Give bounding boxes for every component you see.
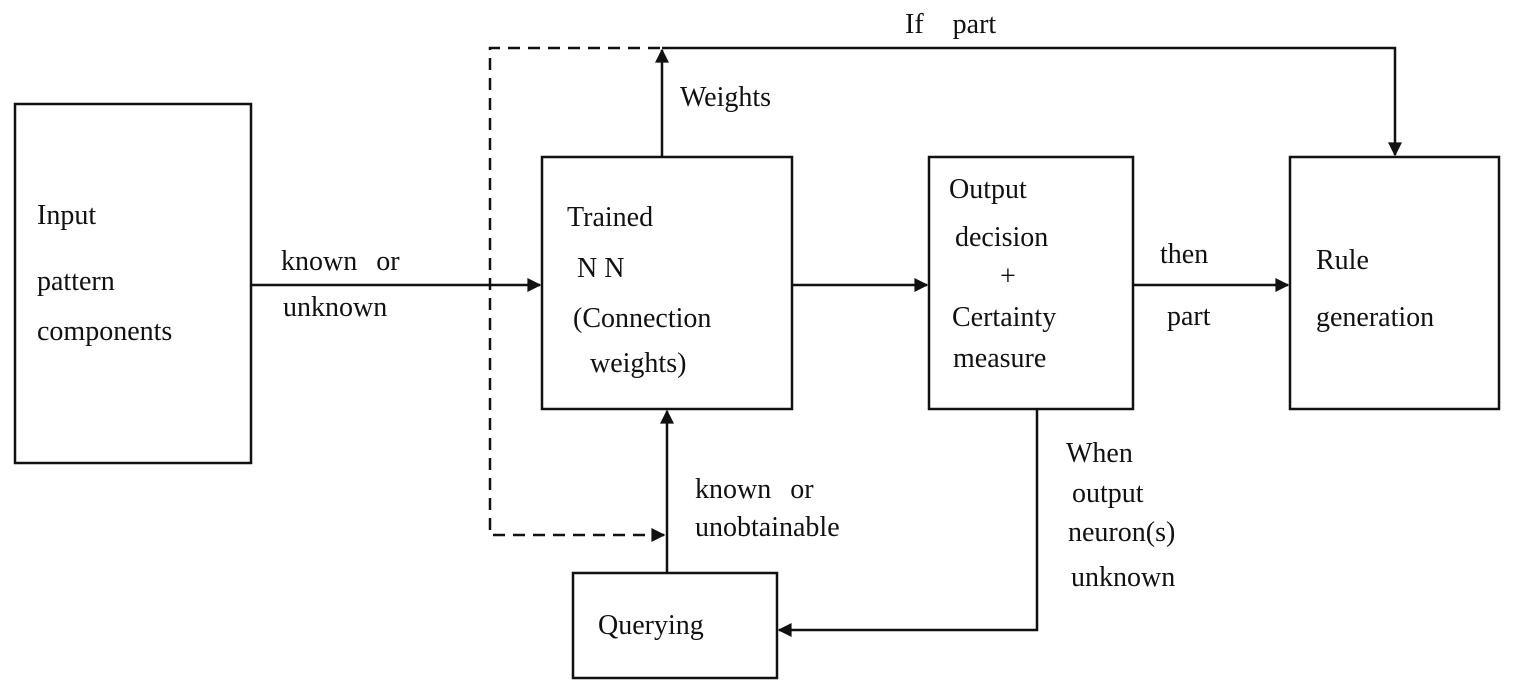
rule-label-line1: Rule <box>1316 245 1369 276</box>
input-edge-label-line1: known or <box>281 246 400 277</box>
weights-label: Weights <box>680 82 772 113</box>
query-edge-label-line2: unobtainable <box>695 512 840 543</box>
output-label-line4: Certainty <box>952 302 1057 333</box>
output-decision-box <box>927 155 1135 411</box>
query-trigger-label-line2: output <box>1072 478 1144 509</box>
querying-box <box>571 571 779 680</box>
input-label-line3: components <box>37 316 173 347</box>
rule-generation-box <box>1288 155 1501 411</box>
then-part-label-line2: part <box>1167 301 1211 332</box>
nn-label-line3: (Connection <box>573 303 712 334</box>
output-label-line1: Output <box>949 174 1027 205</box>
input-box <box>13 102 253 465</box>
query-trigger-label-line3: neuron(s) <box>1068 517 1176 548</box>
if-part-label: If part <box>905 9 997 40</box>
input-edge-label-line2: unknown <box>283 292 388 323</box>
nn-label-line2: N N <box>577 253 625 284</box>
input-label-line1: Input <box>37 200 97 231</box>
if-part-arrow <box>662 46 1402 157</box>
rule-label-line2: generation <box>1316 302 1435 333</box>
querying-label: Querying <box>598 610 704 641</box>
trained-nn-box <box>540 155 794 411</box>
input-label-line2: pattern <box>37 266 115 297</box>
nn-label-line4: weights) <box>590 348 687 379</box>
dashed-feedback-line <box>488 46 666 542</box>
output-label-line2: decision <box>955 222 1049 253</box>
output-to-query-arrow <box>777 409 1039 637</box>
output-label-line5: measure <box>953 343 1047 374</box>
query-trigger-label-line1: When <box>1066 438 1133 469</box>
query-edge-label-line1: known or <box>695 474 814 505</box>
then-part-label-line1: then <box>1160 239 1209 270</box>
nn-label-line1: Trained <box>567 202 654 233</box>
output-label-line3: + <box>1000 261 1016 292</box>
query-trigger-label-line4: unknown <box>1071 562 1176 593</box>
